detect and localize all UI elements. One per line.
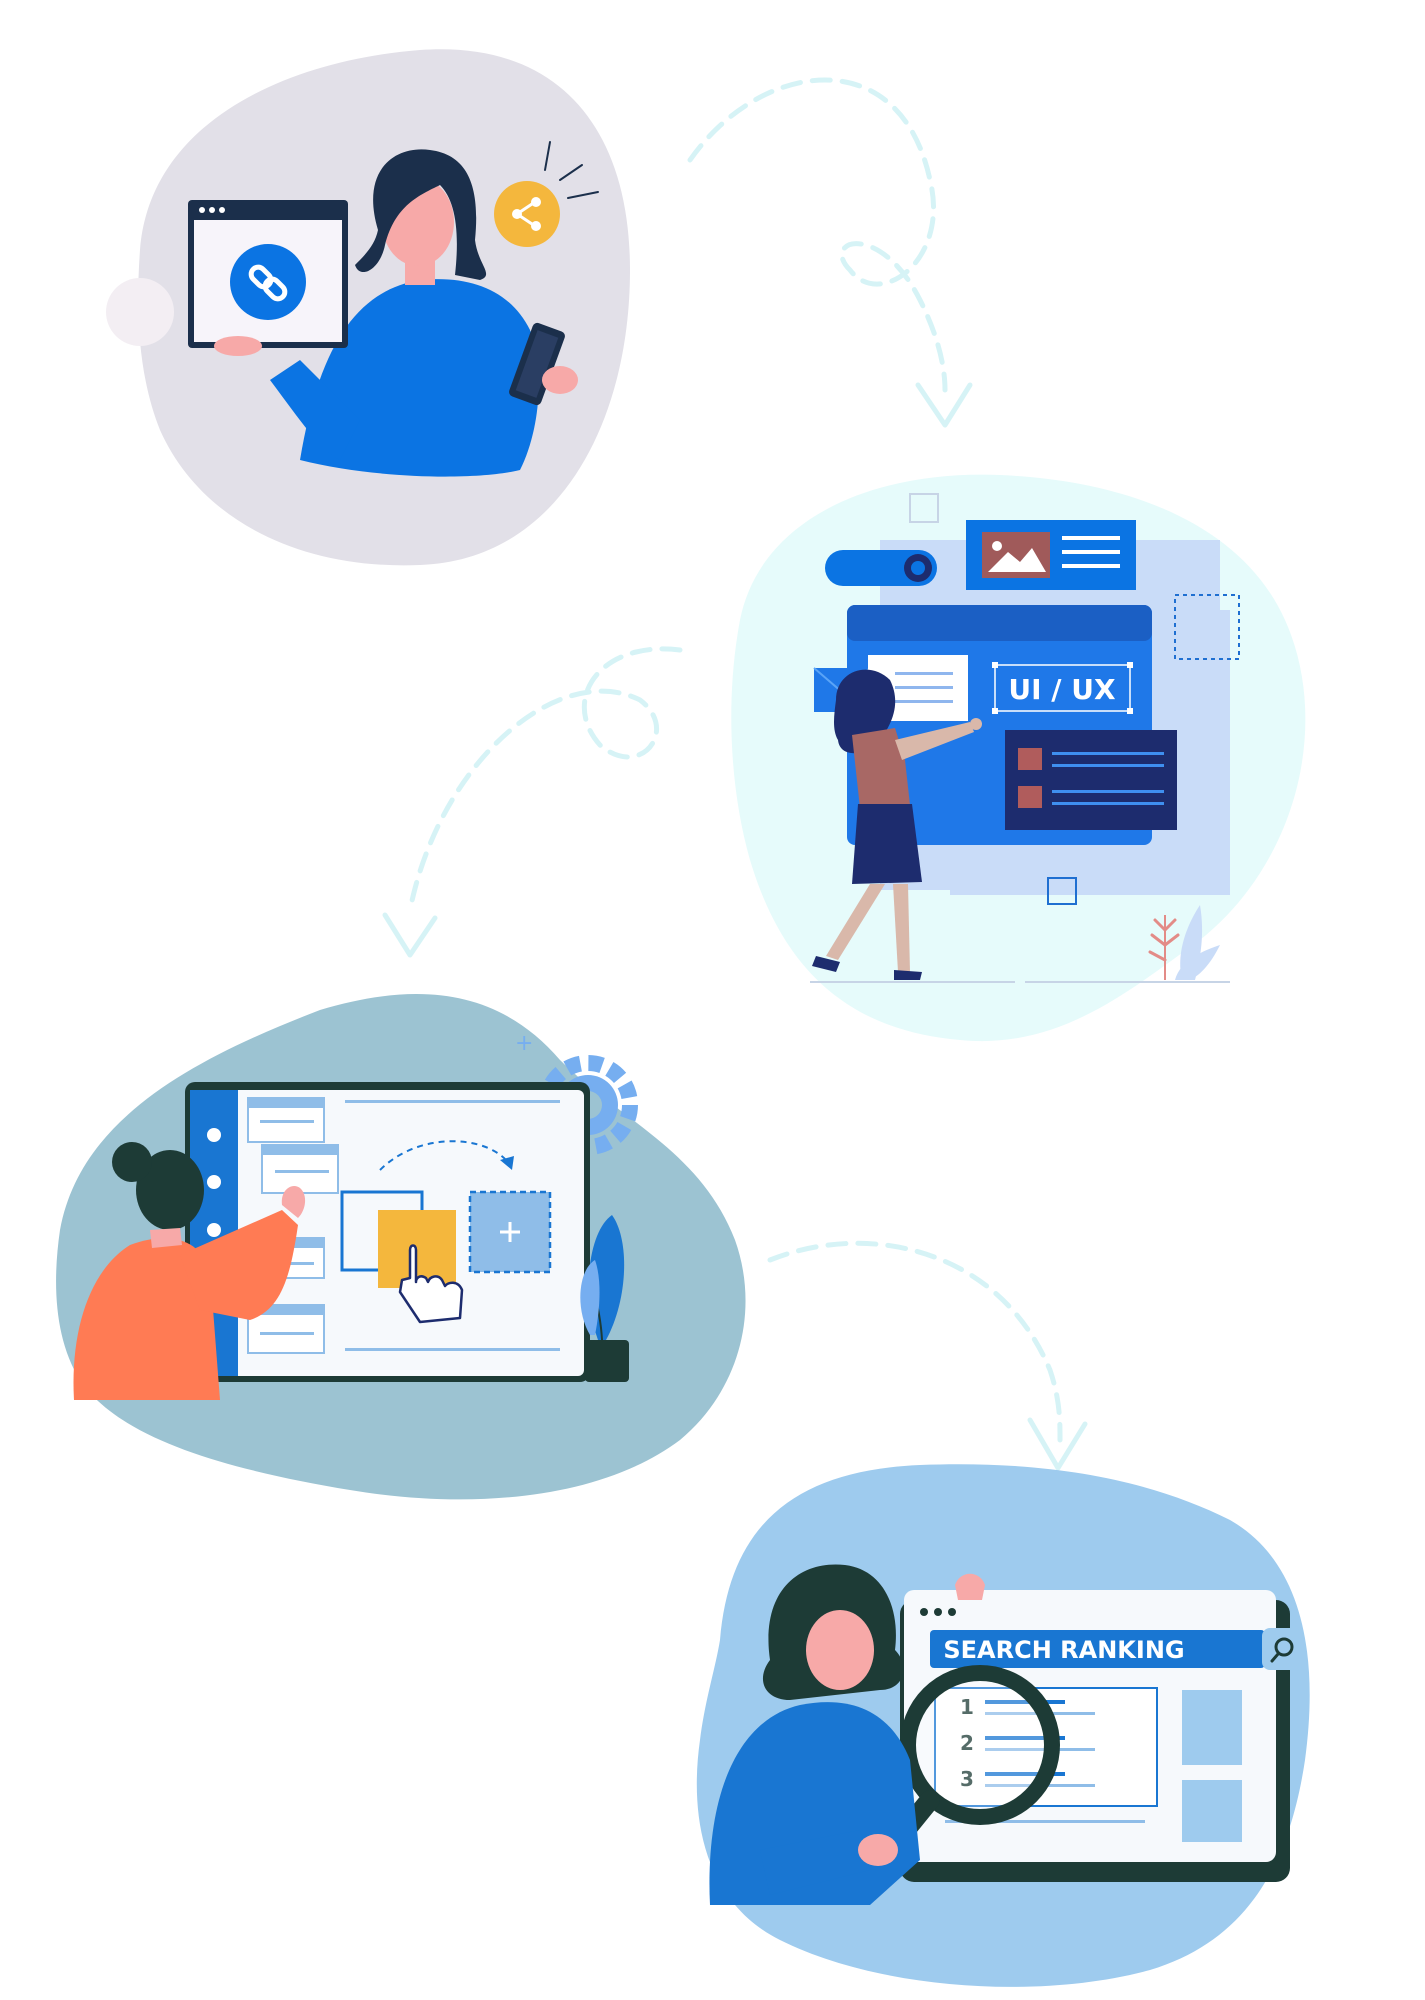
connector-paths [407, 77, 1063, 1443]
side-block [1182, 1690, 1242, 1765]
person-shoe [812, 956, 840, 972]
person-hand [214, 336, 262, 356]
scene-search-ranking: SEARCH RANKING 1 2 3 [696, 1464, 1310, 1987]
person-hand [955, 1573, 985, 1600]
scene-drag-drop: + [56, 994, 746, 1500]
person-body [300, 279, 539, 477]
person-searcher [709, 1564, 985, 1905]
rank-number: 2 [960, 1731, 974, 1755]
hand-cursor-icon [398, 1244, 464, 1324]
person-hand [858, 1834, 898, 1866]
window-dot [948, 1608, 956, 1616]
arrowhead-icon [915, 382, 973, 428]
person-skirt [852, 804, 922, 884]
side-block [1182, 1780, 1242, 1842]
decor-square [909, 493, 939, 523]
window-dot [920, 1608, 928, 1616]
sparkle-icon: + [515, 1031, 533, 1056]
scene-ui-ux: UI / UX [731, 474, 1306, 1042]
person-face [806, 1610, 874, 1690]
plus-icon [468, 1190, 552, 1274]
sidebar-dot [207, 1223, 221, 1237]
toggle-icon [825, 550, 937, 586]
sidebar-dot [207, 1175, 221, 1189]
decor-circle [106, 278, 174, 346]
image-card-icon [966, 520, 1136, 590]
decor-square [1174, 594, 1240, 660]
person-leg [893, 884, 910, 972]
person-designer [812, 669, 982, 980]
person-arm [895, 722, 974, 760]
search-ranking-title: SEARCH RANKING [943, 1636, 1184, 1664]
search-bar [930, 1630, 1265, 1668]
person-body [73, 1238, 221, 1400]
browser-window-icon [188, 200, 348, 348]
sidebar-dot [207, 1128, 221, 1142]
search-icon [1262, 1628, 1304, 1670]
person-bun [112, 1142, 152, 1182]
share-icon [494, 141, 599, 247]
main-window-header [847, 605, 1152, 641]
arrowhead-icon [382, 912, 438, 958]
person-builder [73, 1142, 306, 1400]
drag-arrow [379, 1140, 511, 1171]
ui-ux-label: UI / UX [1008, 673, 1116, 706]
arrowhead-icon [1027, 1417, 1088, 1471]
message-line [895, 672, 953, 675]
person-top [852, 728, 910, 808]
person-hand [281, 1185, 306, 1218]
connector-path-3 [767, 1240, 1063, 1443]
plant-icon [1148, 905, 1220, 980]
person-neck [150, 1228, 182, 1248]
message-line [895, 686, 953, 689]
person-shoe [894, 970, 922, 980]
person-hand [542, 366, 578, 394]
board-line [345, 1348, 560, 1351]
connector-path-2 [407, 646, 683, 913]
connector-arrowheads [382, 382, 1088, 1471]
person-hair [355, 149, 487, 280]
scene-share-link [106, 49, 630, 566]
person-head [136, 1150, 204, 1230]
person-arm [180, 1210, 298, 1320]
person-arm [760, 1830, 870, 1895]
decor-square [1152, 554, 1176, 578]
ui-ux-badge: UI / UX [992, 662, 1133, 714]
link-icon [248, 264, 288, 302]
person-hand [970, 718, 982, 730]
person-leg [826, 884, 885, 960]
message-line [895, 700, 953, 703]
person-arm [270, 360, 360, 460]
window-dot [934, 1608, 942, 1616]
drag-arrowhead-icon [500, 1156, 514, 1170]
smartphone-icon [509, 322, 565, 406]
list-panel-icon [1005, 730, 1177, 830]
rank-number: 1 [960, 1695, 974, 1719]
connector-path-1 [687, 77, 948, 393]
board-line [345, 1100, 560, 1103]
decor-square [1047, 877, 1077, 905]
rank-number: 3 [960, 1767, 974, 1791]
potted-plant-icon [580, 1215, 629, 1382]
